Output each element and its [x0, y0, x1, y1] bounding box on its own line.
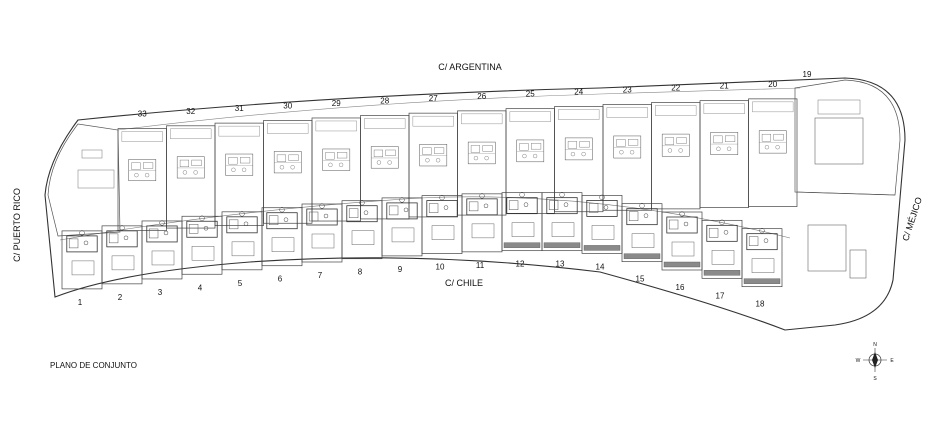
- south-lot-14: 14: [581, 194, 623, 271]
- south-row-curve: [59, 196, 791, 241]
- north-lot-33: 33: [117, 110, 167, 232]
- south-lot-number: 16: [676, 283, 685, 292]
- south-lot-number: 2: [118, 293, 123, 302]
- north-lot-number: 25: [526, 90, 535, 99]
- compass-east: E: [890, 358, 894, 364]
- north-lot-number: 21: [720, 82, 729, 91]
- south-lot-number: 3: [158, 288, 163, 297]
- north-lot-20: 20: [748, 80, 798, 207]
- south-lot-17: 17: [701, 219, 743, 300]
- north-lot-24: 24: [554, 88, 604, 213]
- north-lot-22: 22: [651, 84, 701, 210]
- north-lot-number: 29: [332, 99, 341, 108]
- north-lot-number: 27: [429, 94, 438, 103]
- east-special-plot: [794, 79, 901, 196]
- street-mejico-label: C/ MÉJICO: [900, 196, 924, 242]
- compass-rose: N S E W: [856, 342, 895, 382]
- north-lot-number: 32: [186, 107, 195, 116]
- south-lot-13: 13: [541, 192, 583, 269]
- south-lot-number: 7: [318, 271, 323, 280]
- south-lot-7: 7: [301, 203, 343, 280]
- south-lot-number: 11: [476, 261, 485, 270]
- compass-south: S: [873, 376, 877, 382]
- south-lot-4: 4: [181, 215, 223, 292]
- north-lot-number: 31: [235, 104, 244, 113]
- street-chile-label: C/ CHILE: [445, 278, 483, 288]
- south-lot-number: 14: [596, 262, 605, 271]
- east-lower-building: [807, 224, 847, 272]
- north-lot-32: 32: [166, 107, 216, 229]
- south-lot-18: 18: [741, 228, 783, 309]
- north-lot-31: 31: [214, 104, 264, 226]
- south-lot-number: 10: [436, 263, 445, 272]
- north-row-lots: 33 32 31 30 29 28 27 26 25 24 23 22 21 20 19: [117, 70, 812, 232]
- south-lot-number: 6: [278, 275, 283, 284]
- north-lot-number: 28: [380, 97, 389, 106]
- street-puerto-rico-label: C/ PUERTO RICO: [12, 188, 22, 262]
- north-lot-number: 30: [283, 102, 292, 111]
- compass-north: N: [873, 342, 877, 348]
- north-lot-number: 20: [768, 80, 777, 89]
- south-lot-16: 16: [661, 211, 703, 292]
- south-lot-number: 12: [516, 260, 525, 269]
- south-lot-15: 15: [621, 203, 663, 284]
- south-lot-number: 13: [556, 260, 565, 269]
- south-lot-11: 11: [461, 193, 503, 270]
- south-lot-8: 8: [341, 200, 383, 277]
- south-lot-12: 12: [501, 192, 543, 269]
- north-lot-number: 23: [623, 86, 632, 95]
- west-plot-furniture-small: [81, 149, 103, 159]
- south-lot-3: 3: [141, 220, 183, 297]
- south-lot-10: 10: [421, 194, 463, 272]
- north-lot-30: 30: [263, 102, 313, 224]
- south-lot-number: 1: [78, 298, 83, 307]
- south-lot-1: 1: [61, 230, 103, 307]
- compass-west: W: [856, 358, 861, 364]
- west-open-plot: [47, 123, 121, 237]
- east-lower-pool: [849, 249, 867, 279]
- south-lot-number: 5: [238, 279, 243, 288]
- east-plot-divider: [796, 191, 896, 196]
- south-lot-2: 2: [101, 225, 143, 302]
- south-lot-6: 6: [261, 207, 303, 284]
- north-lot-25: 25: [505, 90, 555, 214]
- east-special-building: [814, 117, 864, 165]
- north-lot-number: 22: [671, 84, 680, 93]
- south-lot-number: 17: [716, 291, 725, 300]
- south-lot-5: 5: [221, 211, 263, 288]
- south-lot-number: 8: [358, 268, 363, 277]
- south-lot-9: 9: [381, 197, 423, 274]
- south-lot-number: 4: [198, 283, 203, 292]
- street-argentina-label: C/ ARGENTINA: [438, 62, 502, 72]
- south-lot-number: 18: [756, 300, 765, 309]
- south-lot-number: 9: [398, 265, 403, 274]
- plan-title: PLANO DE CONJUNTO: [50, 361, 137, 370]
- south-lot-number: 15: [636, 275, 645, 284]
- west-plot-furniture: [77, 169, 115, 189]
- north-lot-number-19: 19: [803, 70, 812, 79]
- north-lot-21: 21: [699, 82, 749, 208]
- north-lot-23: 23: [602, 86, 652, 211]
- north-lot-number: 24: [574, 88, 583, 97]
- east-special-room: [817, 99, 861, 115]
- north-lot-number: 33: [138, 110, 147, 119]
- north-lot-number: 26: [477, 92, 486, 101]
- north-boundary: [117, 87, 801, 131]
- site-outline: [44, 77, 906, 331]
